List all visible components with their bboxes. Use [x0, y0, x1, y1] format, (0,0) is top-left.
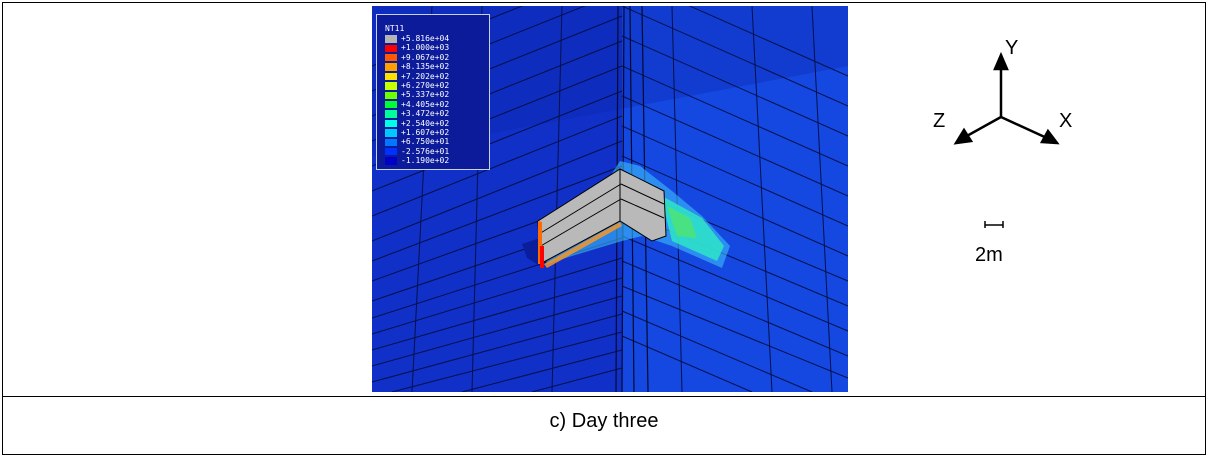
legend-value: +8.135e+02 [401, 62, 450, 72]
z-axis-label: Z [933, 110, 946, 132]
legend-value: +5.337e+02 [401, 90, 450, 100]
color-legend: NT11 +5.816e+04+1.000e+03+9.067e+02+8.13… [376, 14, 490, 170]
y-axis-label: Y [1005, 37, 1019, 59]
legend-entry: +6.270e+02 [385, 82, 449, 90]
right-wall-face [622, 6, 848, 392]
legend-value: +1.607e+02 [401, 128, 450, 137]
simulation-contour-plot [372, 6, 848, 392]
legend-entry: +2.540e+02 [385, 118, 450, 128]
legend-value: -1.190e+02 [401, 156, 450, 166]
legend-entry: +3.472e+02 [385, 110, 449, 118]
concrete-layers [537, 168, 667, 265]
legend-swatch [385, 35, 397, 43]
legend-swatch [385, 157, 397, 165]
legend-swatch [385, 54, 397, 62]
legend-swatch [385, 148, 397, 156]
legend-title: NT11 [385, 24, 405, 33]
legend-entry: +7.202e+02 [385, 71, 450, 81]
table-row-divider [2, 396, 1206, 397]
cold-zone [522, 238, 540, 266]
z-axis-arrow [964, 115, 1002, 139]
legend-entry: -1.190e+02 [385, 157, 449, 165]
legend-value: +5.816e+04 [401, 34, 450, 43]
legend-entry: +9.067e+02 [385, 52, 450, 62]
legend-entry: +1.607e+02 [385, 129, 449, 137]
legend-entry: -2.576e+01 [385, 146, 450, 156]
legend-swatch [385, 101, 397, 109]
legend-value: +9.067e+02 [401, 52, 450, 62]
x-axis-arrow [1000, 115, 1050, 141]
scale-bar [983, 216, 1019, 228]
legend-entry: +4.405e+02 [385, 99, 450, 109]
legend-value: +2.540e+02 [401, 118, 450, 128]
legend-swatch [385, 91, 397, 100]
legend-value: +4.405e+02 [401, 99, 450, 109]
x-axis-label: X [1059, 110, 1073, 132]
legend-entry: +8.135e+02 [385, 63, 449, 71]
legend-value: +3.472e+02 [401, 109, 450, 119]
axis-triad: Y X Z [925, 35, 1085, 165]
figure-caption: c) Day three [549, 410, 659, 432]
legend-entry: +5.816e+04 [385, 35, 449, 43]
legend-entry: +5.337e+02 [385, 90, 450, 100]
scale-bar-label: 2m [975, 244, 1003, 266]
legend-swatch [385, 138, 397, 147]
legend-swatch [385, 72, 397, 81]
legend-value: +1.000e+03 [401, 43, 450, 53]
legend-swatch [385, 63, 397, 71]
mesh-lines-right [621, 6, 848, 392]
legend-value: +6.270e+02 [401, 81, 450, 90]
legend-entry: +6.750e+01 [385, 137, 450, 147]
legend-swatch [385, 110, 397, 118]
legend-swatch [385, 129, 397, 137]
legend-value: +6.750e+01 [401, 137, 450, 147]
legend-value: -2.576e+01 [401, 146, 450, 156]
legend-swatch [385, 82, 397, 90]
legend-swatch [385, 44, 397, 53]
legend-value: +7.202e+02 [401, 71, 450, 81]
legend-swatch [385, 119, 397, 128]
legend-entry: +1.000e+03 [385, 43, 450, 53]
